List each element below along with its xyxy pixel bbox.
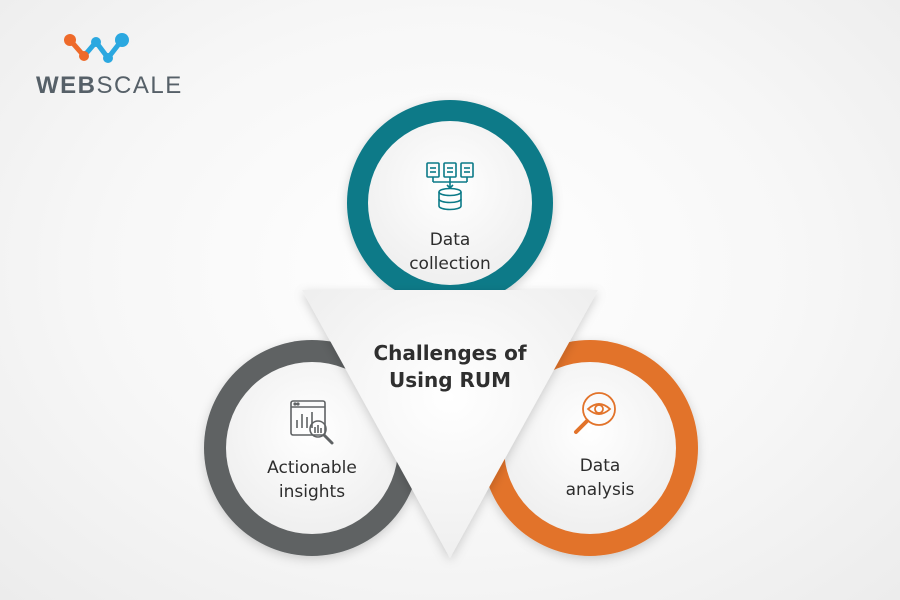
center-title-line1: Challenges of xyxy=(373,341,527,365)
node-data-analysis: Data analysis xyxy=(540,454,660,502)
center-triangle xyxy=(302,290,598,558)
center-title: Challenges of Using RUM xyxy=(360,340,540,394)
database-sync-icon xyxy=(426,162,474,211)
node-data-collection: Data collection xyxy=(390,228,510,276)
webscale-molecule-icon xyxy=(64,33,129,63)
node-data-collection-line2: collection xyxy=(409,254,491,274)
center-title-line2: Using RUM xyxy=(388,368,512,392)
chart-magnifier-icon xyxy=(290,400,334,445)
node-data-analysis-line2: analysis xyxy=(565,480,635,500)
brand-name-part2: SCALE xyxy=(96,72,183,99)
node-data-collection-line1: Data xyxy=(429,230,471,250)
eye-magnifier-icon xyxy=(574,392,616,434)
node-data-analysis-line1: Data xyxy=(579,456,621,476)
brand-name-part1: WEB xyxy=(36,72,97,99)
webscale-logo: WEBSCALE xyxy=(36,32,181,102)
node-actionable-insights-line2: insights xyxy=(278,482,346,502)
brand-name: WEBSCALE xyxy=(36,72,183,100)
node-actionable-insights-line1: Actionable xyxy=(267,458,357,478)
node-actionable-insights: Actionable insights xyxy=(242,456,382,504)
